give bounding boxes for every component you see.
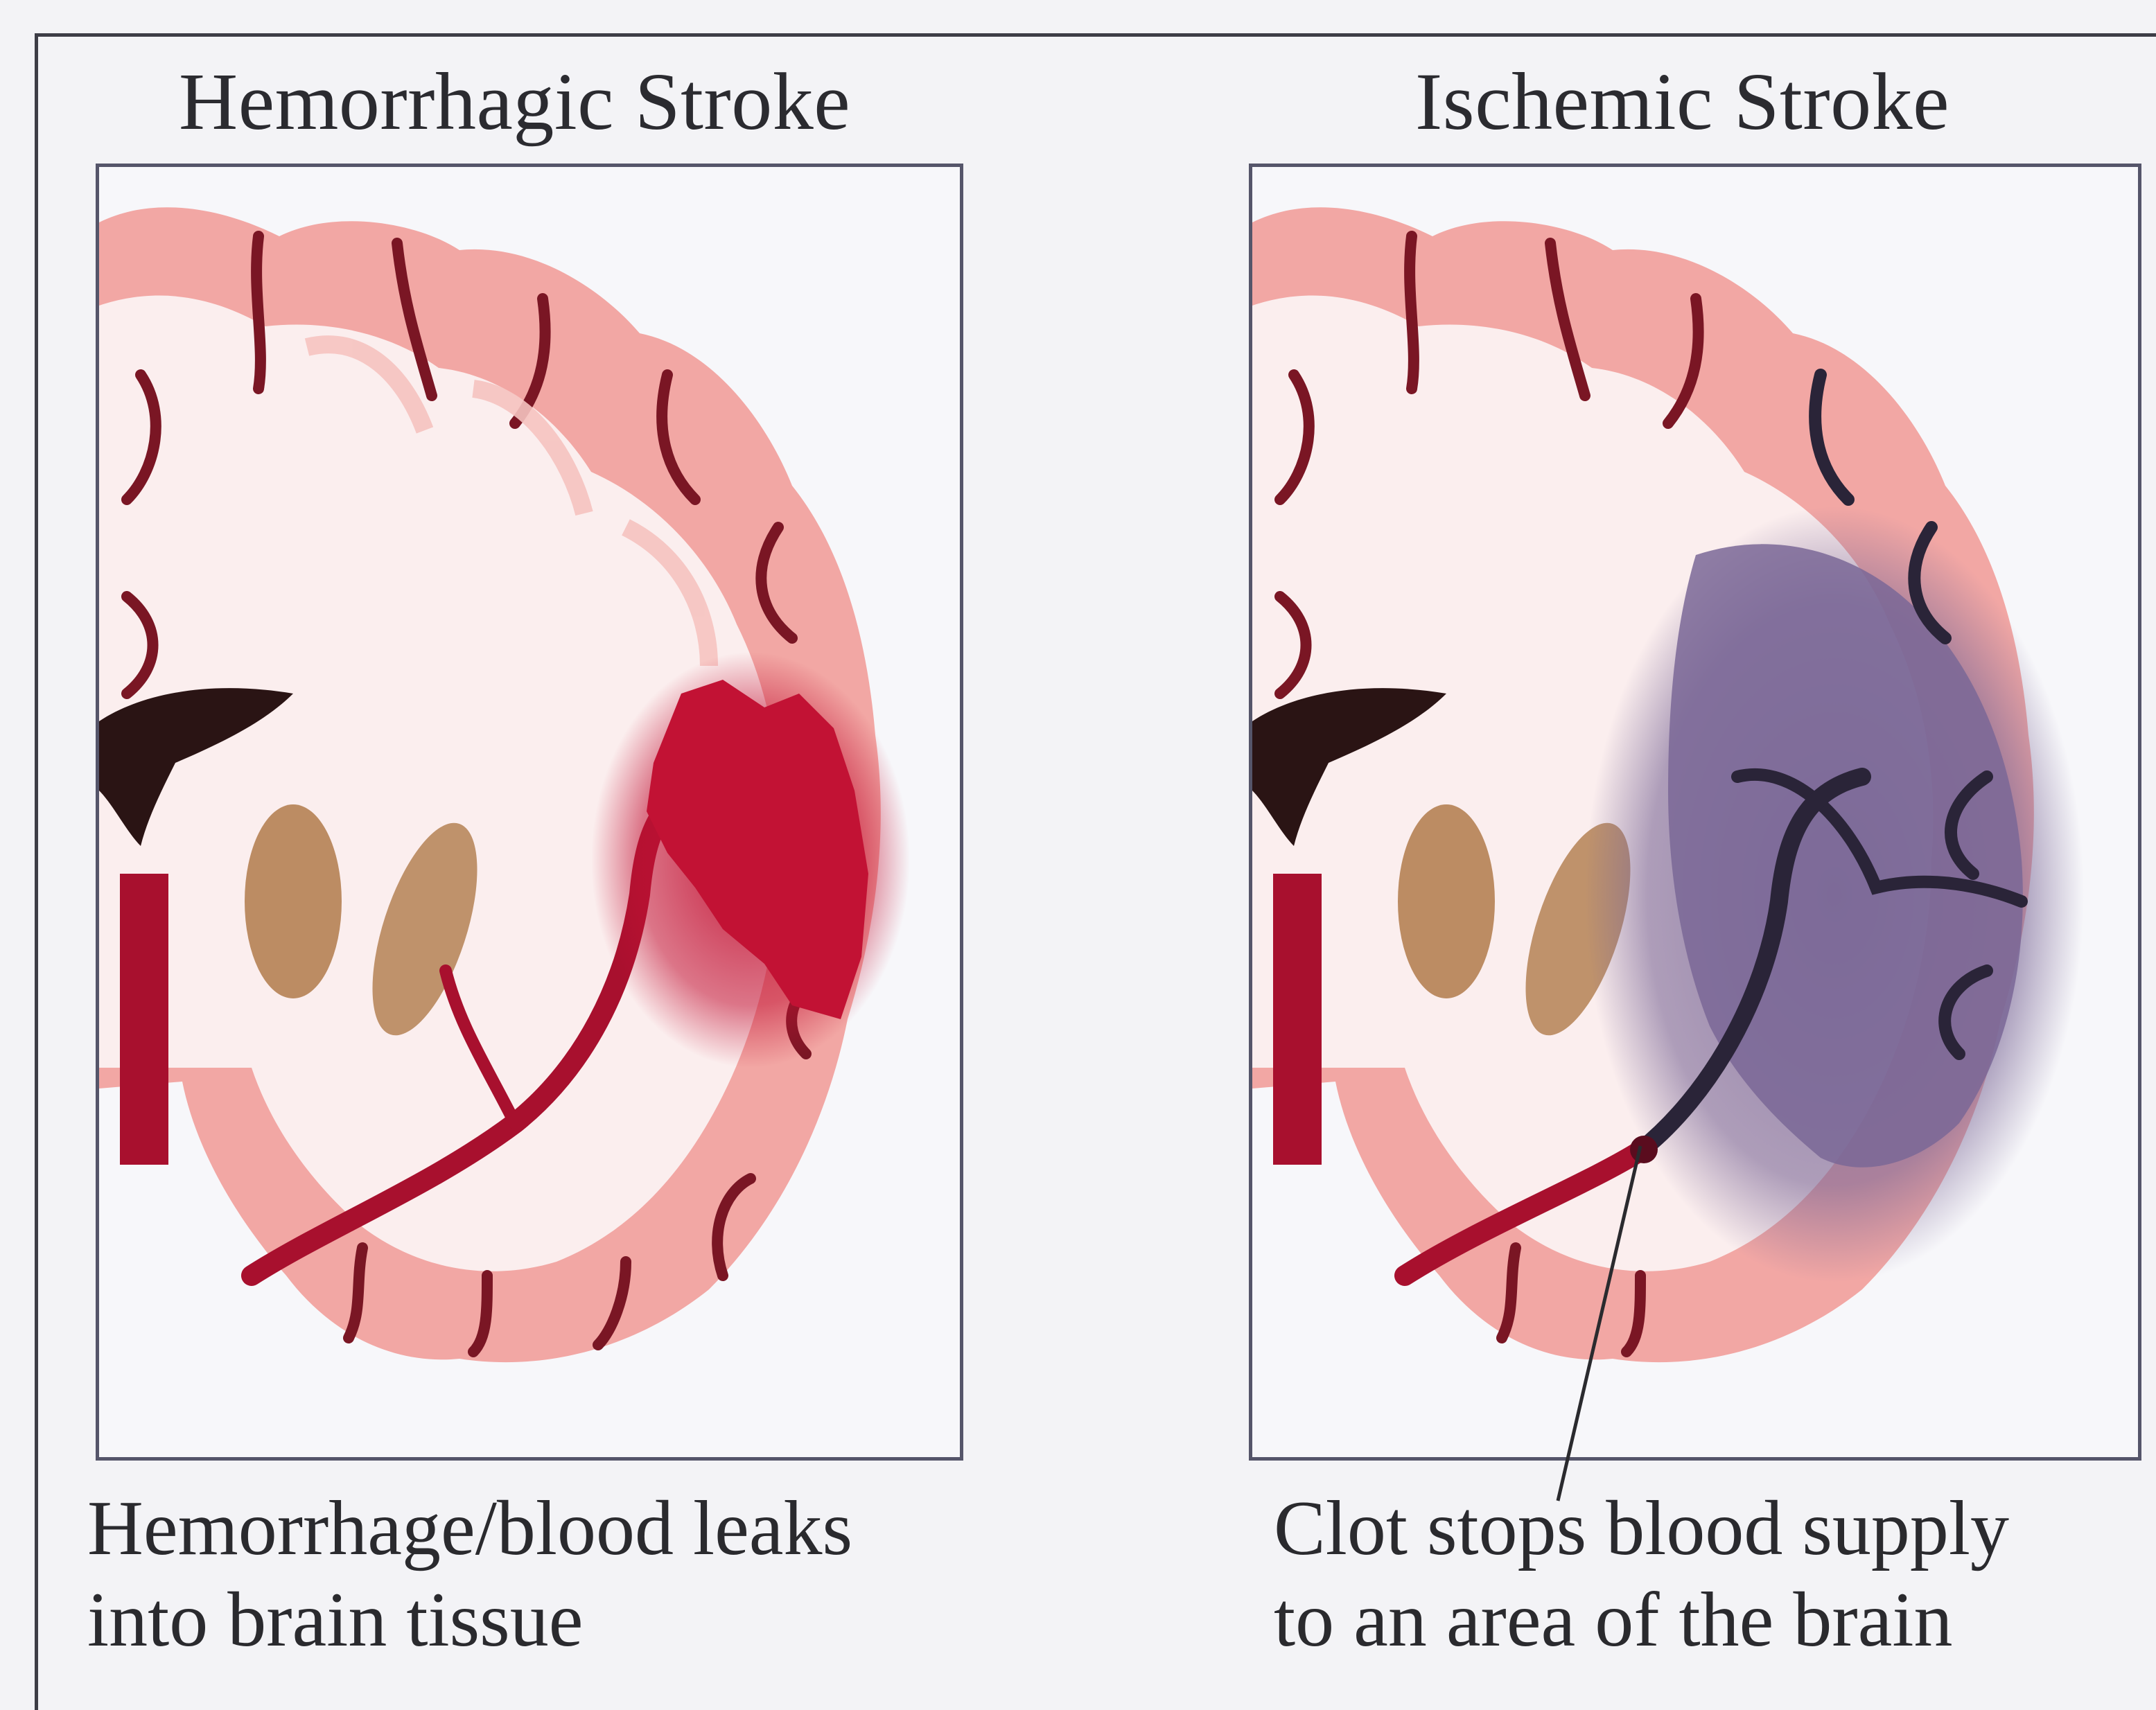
ischemic-caption-line-1: Clot stops blood supply: [1274, 1483, 2009, 1574]
hemorrhagic-caption: Hemorrhage/blood leaks into brain tissue: [87, 1483, 852, 1666]
ischemic-caption: Clot stops blood supply to an area of th…: [1274, 1483, 2009, 1666]
hemorrhagic-caption-line-2: into brain tissue: [87, 1574, 852, 1666]
ischemic-caption-line-2: to an area of the brain: [1274, 1574, 2009, 1666]
hemorrhagic-caption-line-1: Hemorrhage/blood leaks: [87, 1483, 852, 1574]
